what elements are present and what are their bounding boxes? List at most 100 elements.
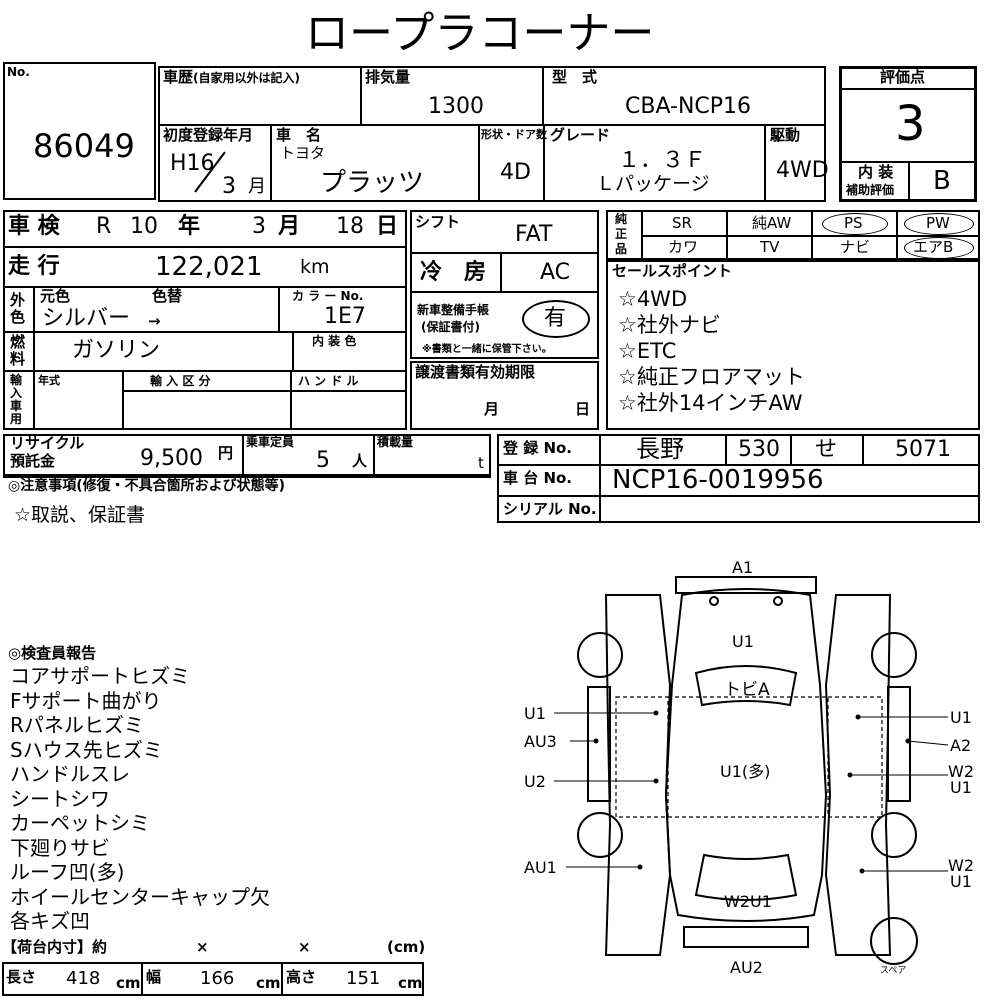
sales-point: ☆純正フロアマット [618, 365, 805, 389]
aircon-label: 冷 房 [420, 260, 487, 285]
first-reg-month-unit: 月 [248, 176, 266, 197]
cargo-width: 166 [200, 968, 235, 989]
inspection-month-unit: 月 [278, 214, 301, 239]
color-label: 外色 [10, 291, 26, 326]
load-label: 積載量 [377, 435, 414, 449]
registration-region: 長野 [636, 435, 684, 463]
import-label: 輸入車用 [10, 373, 23, 426]
interior-score: B [933, 166, 951, 196]
shift-grid [410, 210, 599, 359]
import-type-label: 輸 入 区 分 [150, 374, 211, 388]
grade-label: グレード [550, 126, 611, 144]
diag-au2: AU2 [730, 958, 763, 977]
maintenance-label-1: 新車整備手帳 [417, 303, 490, 317]
shift-value: FAT [515, 222, 553, 247]
diag-right-4: U1 [950, 778, 972, 797]
serial-label: シリアル No. [503, 500, 597, 518]
inspector-item: 各キズ凹 [10, 909, 90, 933]
transfer-month: 月 [484, 400, 500, 418]
diag-a1: A1 [732, 558, 753, 577]
interior-color-label: 内 装 色 [312, 334, 357, 348]
transfer-day: 日 [575, 400, 591, 418]
chassis-number: NCP16-0019956 [612, 465, 824, 495]
diag-right-5: W2 [948, 856, 974, 875]
maintenance-note: ※書類と一緒に保管下さい。 [422, 344, 552, 355]
mileage-value: 122,021 [155, 252, 263, 282]
recycle-label-1: リサイクル [10, 434, 85, 452]
recycle-label-2: 預託金 [10, 452, 56, 470]
inspection-era: R [96, 214, 112, 239]
diag-left-3: U2 [524, 772, 546, 791]
inspection-month: 3 [252, 214, 266, 239]
car-name-label: 車 名 [276, 126, 322, 144]
maintenance-value: 有 [544, 306, 567, 331]
diag-w2u1: W2U1 [724, 892, 772, 911]
cargo-x1: × [196, 938, 209, 956]
cargo-height-unit: cm [398, 974, 423, 992]
inspector-item: 下廻りサビ [10, 835, 110, 860]
car-name: プラッツ [320, 168, 425, 198]
diag-right-3: W2 [948, 762, 974, 781]
equip-pw: PW [926, 214, 950, 232]
body-value: 4D [500, 160, 531, 185]
history-label: 車歴(自家用以外は記入) [163, 68, 300, 86]
capacity-label: 乗車定員 [246, 435, 295, 449]
cargo-height-label: 高さ [286, 968, 317, 986]
grade-line1: １．３Ｆ [618, 148, 707, 173]
car-maker: トヨタ [280, 144, 326, 162]
diag-right-1: U1 [950, 708, 972, 727]
equip-leather: カワ [668, 238, 699, 256]
grade-line2: Ｌパッケージ [596, 173, 710, 195]
diag-u1-roof: U1(多) [720, 762, 770, 781]
color-code: 1E7 [324, 304, 366, 329]
inspector-item: ハンドルスレ [10, 762, 130, 786]
color-value: シルバー [42, 306, 131, 331]
first-reg-label: 初度登録年月 [163, 126, 254, 144]
inspector-item: ホイールセンターキャップ欠 [10, 884, 270, 909]
cargo-unit: (cm) [387, 938, 426, 956]
capacity-unit: 人 [352, 452, 368, 470]
model-value: CBA-NCP16 [625, 94, 752, 119]
handle-label: ハ ン ド ル [298, 374, 359, 388]
color-orig-label: 元色 [40, 287, 71, 305]
cargo-height: 151 [346, 968, 381, 989]
interior-label-2: 補助評価 [846, 183, 895, 197]
transfer-label: 譲渡書類有効期限 [415, 363, 536, 381]
notes-text: ☆取説、保証書 [14, 504, 146, 526]
registration-grid [497, 434, 980, 523]
capacity-value: 5 [316, 448, 330, 473]
notes-label: ◎注意事項(修復・不具合箇所および状態等) [8, 478, 286, 494]
equip-navi: ナビ [840, 238, 871, 256]
inspection-day: 18 [336, 214, 364, 239]
recycle-row [3, 434, 491, 476]
inspection-day-unit: 日 [376, 214, 399, 239]
inspector-list: コアサポートヒズミ Fサポート曲がり Rパネルヒズミ Sハウス先ヒズミ ハンドル… [10, 664, 270, 934]
inspection-year-unit: 年 [178, 214, 201, 239]
registration-kana: せ [815, 437, 838, 462]
inspector-item: コアサポートヒズミ [10, 664, 190, 688]
aircon-value: AC [540, 260, 571, 285]
import-year-label: 年式 [38, 374, 60, 387]
diag-left-4: AU1 [524, 858, 557, 877]
cargo-label: 【荷台内寸】約 [2, 938, 108, 956]
inspector-item: ルーフ凹(多) [10, 860, 125, 884]
equip-sr: SR [672, 214, 692, 232]
inspector-item: Sハウス先ヒズミ [10, 737, 163, 762]
cargo-x2: × [298, 938, 311, 956]
score-value: 3 [895, 96, 926, 152]
vehicle-details-grid [3, 210, 407, 430]
load-unit: t [478, 454, 484, 472]
registration-label: 登 録 No. [503, 439, 573, 457]
sales-point: ☆社外ナビ [618, 313, 721, 337]
lot-no-label: No. [7, 65, 30, 79]
recycle-unit: 円 [218, 444, 234, 462]
first-reg-year: H16 [170, 151, 215, 176]
cargo-width-label: 幅 [146, 968, 162, 986]
mileage-label: 走 行 [8, 254, 60, 279]
sales-points-label: セールスポイント [612, 262, 733, 280]
cargo-grid [2, 962, 424, 996]
sales-point: ☆社外14インチAW [618, 391, 803, 415]
equip-tv: TV [760, 238, 780, 256]
diag-u1-hood: U1 [732, 632, 754, 651]
model-label: 型 式 [552, 68, 598, 86]
